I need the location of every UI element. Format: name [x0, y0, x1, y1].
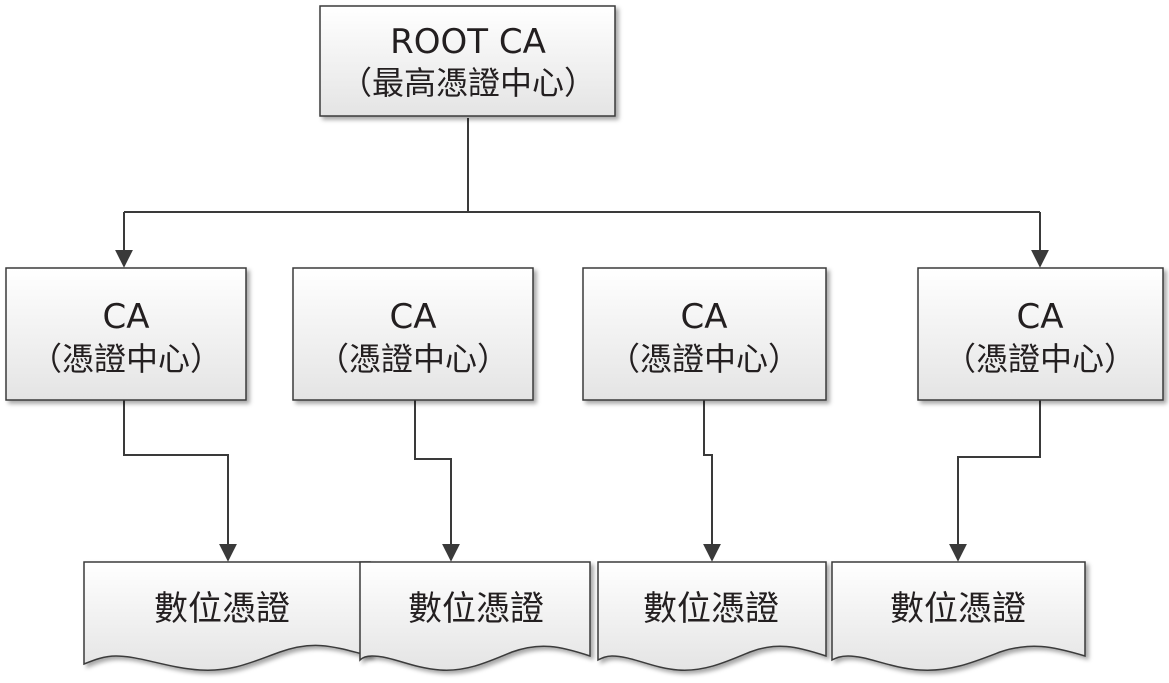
document-shape — [83, 561, 371, 672]
ca-node-4: CA （憑證中心） — [917, 267, 1164, 401]
root-ca-subtitle: （最高憑證中心） — [340, 64, 596, 102]
connectors — [115, 118, 1049, 562]
ca-subtitle: （憑證中心） — [30, 340, 222, 378]
ca-node-3: CA （憑證中心） — [582, 267, 827, 401]
ca-subtitle: （憑證中心） — [317, 340, 509, 378]
ca-subtitle: （憑證中心） — [608, 340, 800, 378]
document-shape — [359, 561, 591, 671]
arrow-ca-1-to-cert-1 — [123, 400, 237, 562]
ca-node-1: CA （憑證中心） — [5, 267, 247, 401]
arrow-ca-4-to-cert-4 — [949, 400, 1041, 562]
ca-node-2: CA （憑證中心） — [292, 267, 534, 401]
ca-box — [582, 267, 827, 401]
ca-title: CA — [1017, 297, 1064, 337]
certificate-label: 數位憑證 — [890, 589, 1026, 629]
root-ca-title: ROOT CA — [390, 22, 546, 62]
certificate-node-4: 數位憑證 — [831, 561, 1086, 672]
certificate-label: 數位憑證 — [154, 589, 290, 629]
arrow-ca-2-to-cert-2 — [414, 400, 460, 562]
ca-subtitle: （憑證中心） — [944, 340, 1136, 378]
certificate-node-3: 數位憑證 — [597, 561, 827, 671]
ca-box — [917, 267, 1164, 401]
certificate-label: 數位憑證 — [643, 589, 779, 629]
certificate-node-2: 數位憑證 — [359, 561, 591, 671]
arrow-ca-3-to-cert-3 — [703, 400, 721, 562]
root-ca-node: ROOT CA （最高憑證中心） — [319, 5, 616, 117]
document-shape — [831, 561, 1086, 672]
certificate-label: 數位憑證 — [408, 589, 544, 629]
certificate-node-1: 數位憑證 — [83, 561, 371, 672]
ca-title: CA — [103, 297, 150, 337]
ca-title: CA — [681, 297, 728, 337]
ca-title: CA — [390, 297, 437, 337]
ca-box — [292, 267, 534, 401]
root-ca-box — [319, 5, 616, 117]
ca-box — [5, 267, 247, 401]
document-shape — [597, 561, 827, 671]
